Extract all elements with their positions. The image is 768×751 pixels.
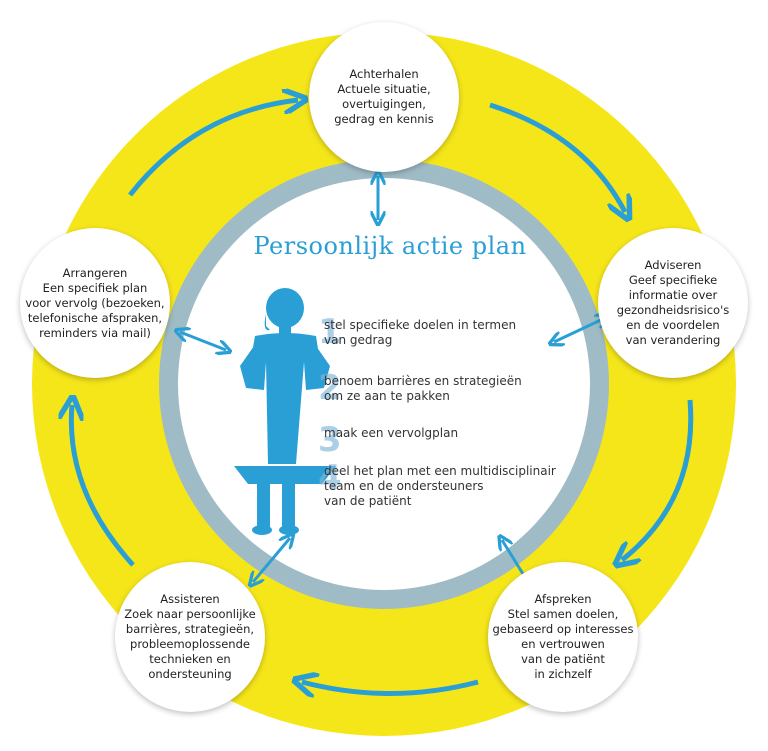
step-3: 3 maak een vervolgplan: [318, 420, 558, 460]
connector-arrangeren: [180, 332, 226, 350]
node-text: Zoek naar persoonlijke barrières, strate…: [124, 607, 256, 681]
arrow-arrangeren-achterhalen: [128, 100, 298, 197]
arrow-achterhalen-adviseren: [489, 102, 625, 212]
node-title: Achterhalen: [349, 67, 419, 81]
step-number: 1: [318, 312, 342, 352]
node-text: Geef specifieke informatie over gezondhe…: [616, 273, 730, 347]
inner-disc: [178, 178, 590, 590]
step-text: benoem barrières en strategieën om ze aa…: [324, 374, 522, 403]
node-text: Stel samen doelen, gebaseerd op interess…: [492, 607, 634, 681]
person-icon: [234, 288, 336, 535]
node-title: Arrangeren: [62, 265, 128, 280]
node-adviseren: Adviseren Geef specifieke informatie ove…: [598, 228, 748, 378]
step-text: maak een vervolgplan: [324, 426, 459, 440]
node-afspreken: Afspreken Stel samen doelen, gebaseerd o…: [488, 562, 638, 712]
node-assisteren: Assisteren Zoek naar persoonlijke barriè…: [115, 562, 265, 712]
step-1: 1 stel specifieke doelen in termen van g…: [318, 312, 558, 352]
node-achterhalen: Achterhalen Actuele situatie, overtuigin…: [309, 22, 459, 172]
step-text: deel het plan met een multidisciplinair …: [324, 464, 556, 508]
step-number: 3: [318, 420, 342, 460]
node-text: Een specifiek plan voor vervolg (bezoeke…: [25, 280, 165, 340]
connector-adviseren: [554, 318, 605, 342]
node-title: Afspreken: [534, 592, 592, 606]
arrow-assisteren-arrangeren: [71, 405, 135, 567]
node-arrangeren: Arrangeren Een specifiek plan voor vervo…: [20, 228, 170, 378]
step-number: 4: [318, 458, 342, 498]
step-number: 2: [318, 368, 342, 408]
step-2: 2 benoem barrières en strategieën om ze …: [318, 368, 558, 408]
connector-assisteren: [253, 538, 290, 582]
arrow-afspreken-assisteren: [302, 682, 479, 694]
node-title: Adviseren: [644, 258, 702, 272]
arrow-adviseren-afspreken: [622, 399, 694, 560]
step-text: stel specifieke doelen in termen van ged…: [324, 318, 517, 347]
diagram-title: Persoonlijk actie plan: [253, 232, 527, 260]
node-text: Actuele situatie, overtuigingen, gedrag …: [334, 82, 434, 126]
node-title: Assisteren: [160, 592, 220, 606]
step-4: 4 deel het plan met een multidisciplinai…: [318, 458, 558, 509]
